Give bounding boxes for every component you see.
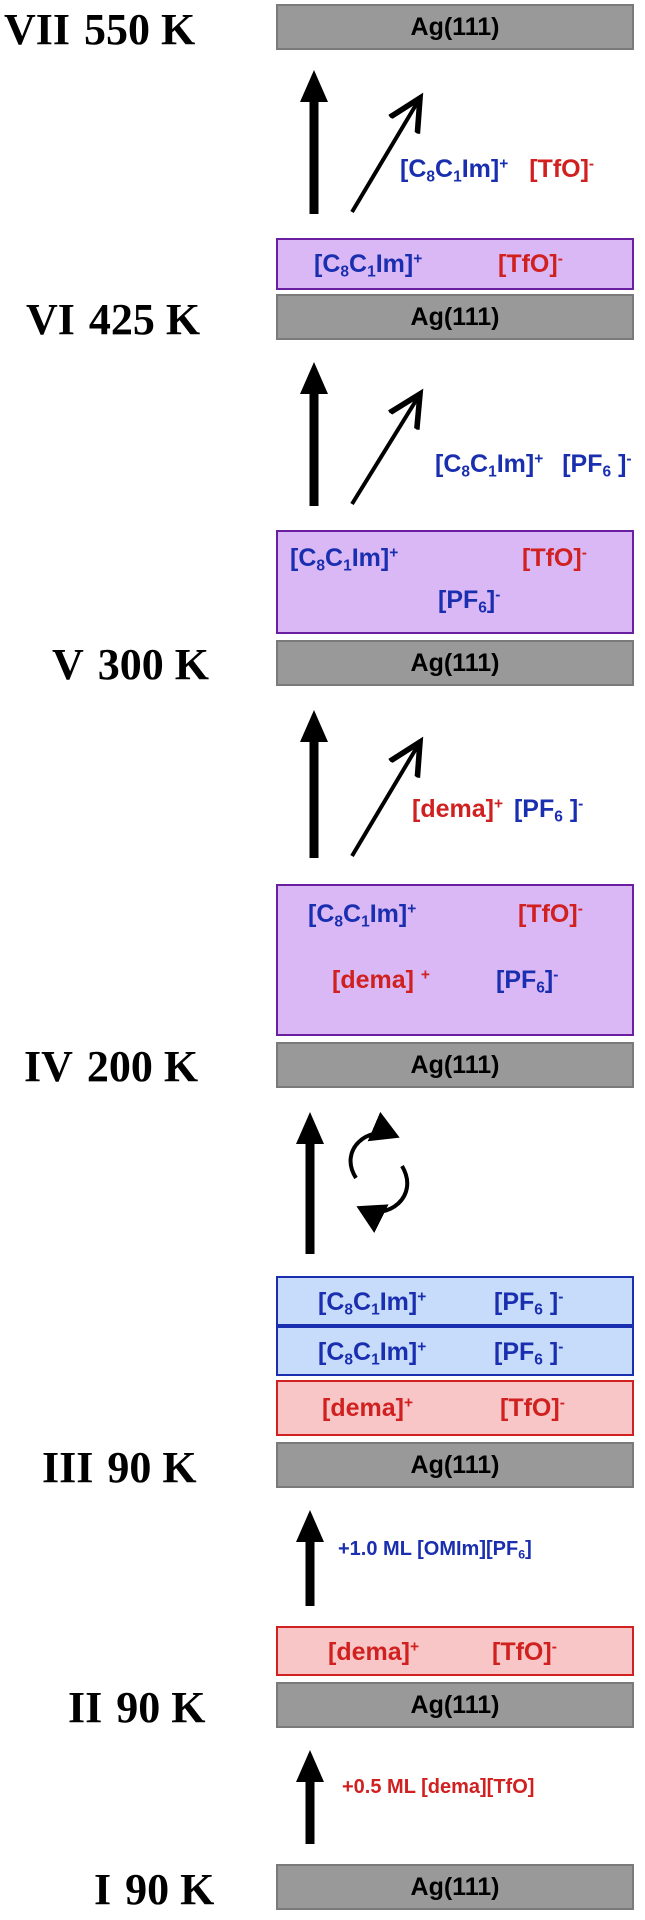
substrate-ag111: Ag(111) (276, 1442, 634, 1488)
desorbed-species-v-to-vi: [C8C1Im]+ [PF6 ]- (435, 450, 632, 481)
ion-c8c1im: [C8C1Im]+ (308, 900, 417, 931)
stage-roman: IV (24, 1042, 73, 1091)
stage-temperature: 300 K (97, 640, 210, 689)
ion-pf6: [PF6 ]- (494, 1288, 564, 1319)
stage-temperature: 200 K (86, 1042, 199, 1091)
ionic-liquid-layer-iii-bottom: [dema]+ [TfO]- (276, 1380, 634, 1436)
ionic-liquid-layer-iv: [C8C1Im]+ [TfO]- [dema] + [PF6]- (276, 884, 634, 1036)
heating-arrow-iii-iv (296, 1112, 324, 1254)
ion-tfo: [TfO]- (500, 1394, 565, 1422)
stage-label-vi: VI 425 K (26, 298, 200, 342)
ion-tfo: [TfO]- (529, 155, 595, 183)
deposition-label-dema-tfo: +0.5 ML [dema][TfO] (342, 1776, 535, 1798)
desorbed-species-vi-to-vii: [C8C1Im]+ [TfO]- (400, 155, 595, 186)
substrate-ag111: Ag(111) (276, 1864, 634, 1910)
stage-label-i: I 90 K (94, 1868, 214, 1912)
deposition-label-omim-pf6: +1.0 ML [OMIm][PF6] (338, 1538, 532, 1562)
ionic-liquid-layer-vi: [C8C1Im]+ [TfO]- (276, 238, 634, 290)
ion-c8c1im: [C8C1Im]+ (290, 544, 399, 575)
ion-pf6: [PF6]- (438, 586, 501, 617)
heating-arrow-iv-v (300, 710, 328, 858)
stage-label-vii: VII 550 K (4, 8, 195, 52)
stage-label-iv: IV 200 K (24, 1045, 198, 1089)
ion-dema: [dema]+ (328, 1638, 420, 1666)
substrate-ag111: Ag(111) (276, 1042, 634, 1088)
ion-c8c1im: [C8C1Im]+ (318, 1288, 427, 1319)
stage-label-iii: III 90 K (42, 1446, 197, 1490)
deposition-arrow-ii-iii (296, 1510, 324, 1606)
ion-tfo: [TfO]- (498, 250, 563, 278)
stage-temperature: 550 K (84, 5, 196, 54)
stage-temperature: 90 K (107, 1443, 197, 1492)
substrate-ag111: Ag(111) (276, 4, 634, 50)
ion-pf6: [PF6]- (496, 966, 559, 997)
ion-tfo: [TfO]- (492, 1638, 557, 1666)
ion-c8c1im: [C8C1Im]+ (318, 1338, 427, 1369)
substrate-ag111: Ag(111) (276, 294, 634, 340)
substrate-ag111: Ag(111) (276, 640, 634, 686)
ionic-liquid-layer-iii-middle: [C8C1Im]+ [PF6 ]- (276, 1326, 634, 1376)
exchange-cycle-icon (348, 1111, 410, 1234)
ion-dema: [dema]+ (322, 1394, 414, 1422)
stage-temperature: 90 K (116, 1683, 206, 1732)
ion-tfo: [TfO]- (522, 544, 587, 572)
stage-roman: III (42, 1443, 94, 1492)
ion-pf6: [PF6 ]- (494, 1338, 564, 1369)
stage-roman: VI (26, 295, 75, 344)
stage-temperature: 425 K (88, 295, 201, 344)
heating-arrow-v-vi (300, 362, 328, 506)
stage-label-v: V 300 K (52, 643, 209, 687)
ionic-liquid-layer-v: [C8C1Im]+ [TfO]- [PF6]- (276, 530, 634, 634)
desorption-arrow-iv-v (350, 742, 420, 858)
desorption-arrow-vi-vii (350, 98, 420, 214)
ion-c8c1im: [C8C1Im]+ (400, 155, 509, 186)
ion-dema: [dema] + (332, 966, 430, 994)
ion-pf6: [PF6 ]- (513, 795, 584, 826)
ion-dema: [dema]+ (412, 795, 504, 823)
substrate-ag111: Ag(111) (276, 1682, 634, 1728)
stage-roman: I (94, 1865, 112, 1914)
desorption-arrow-v-vi (350, 394, 420, 506)
stage-roman: VII (4, 5, 71, 54)
ion-tfo: [TfO]- (518, 900, 583, 928)
ion-c8c1im: [C8C1Im]+ (435, 450, 544, 481)
ion-c8c1im: [C8C1Im]+ (314, 250, 423, 281)
ionic-liquid-layer-ii: [dema]+ [TfO]- (276, 1626, 634, 1676)
ionic-liquid-layer-iii-top: [C8C1Im]+ [PF6 ]- (276, 1276, 634, 1326)
deposition-arrow-i-ii (296, 1750, 324, 1844)
stage-roman: II (68, 1683, 103, 1732)
stage-temperature: 90 K (125, 1865, 215, 1914)
heating-arrow-vi-vii (300, 70, 328, 214)
stage-roman: V (52, 640, 84, 689)
stage-label-ii: II 90 K (68, 1686, 205, 1730)
ion-pf6: [PF6 ]- (562, 450, 632, 481)
desorbed-species-iv-to-v: [dema]+ [PF6 ]- (412, 795, 584, 826)
